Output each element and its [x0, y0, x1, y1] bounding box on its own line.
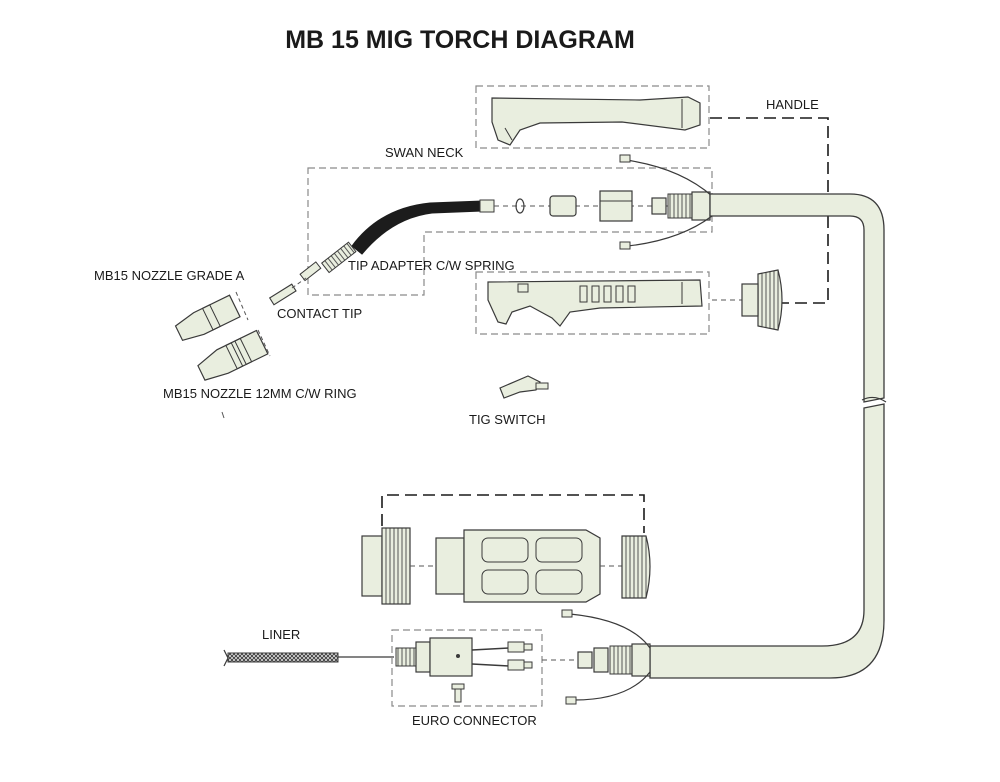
euro-knurled-nut-right [621, 535, 651, 599]
swan-neck-group [299, 154, 713, 296]
label-handle: HANDLE [766, 97, 819, 112]
label-nozzle-grade-a: MB15 NOZZLE GRADE A [94, 268, 245, 283]
handle-upper-half [475, 85, 710, 149]
handle-end-nut [712, 269, 783, 331]
contact-tip [268, 283, 297, 306]
nozzle-12mm [197, 329, 269, 381]
euro-connector-group [391, 629, 543, 707]
label-contact-tip: CONTACT TIP [277, 306, 363, 321]
label-liner: LINER [262, 627, 301, 642]
label-euro-connector: EURO CONNECTOR [412, 713, 537, 728]
euro-knurled-nut-left [361, 527, 411, 605]
euro-parts-leader [381, 494, 645, 533]
liner [223, 649, 394, 667]
nozzle-grade-a [174, 294, 241, 342]
tig-switch [499, 375, 549, 399]
cable-lower [649, 403, 885, 679]
handle-leader-line [710, 117, 829, 304]
cable-end-fitting [561, 609, 651, 705]
handle-lower-half [475, 271, 710, 335]
label-swan-neck: SWAN NECK [385, 145, 464, 160]
label-tig-switch: TIG SWITCH [469, 412, 546, 427]
cable-upper [709, 193, 885, 403]
label-nozzle-12mm: MB15 NOZZLE 12MM C/W RING [163, 386, 357, 401]
diagram-title: MB 15 MIG TORCH DIAGRAM [285, 26, 635, 54]
label-tip-adapter: TIP ADAPTER C/W SPRING [348, 258, 515, 273]
euro-body-housing [435, 529, 601, 603]
